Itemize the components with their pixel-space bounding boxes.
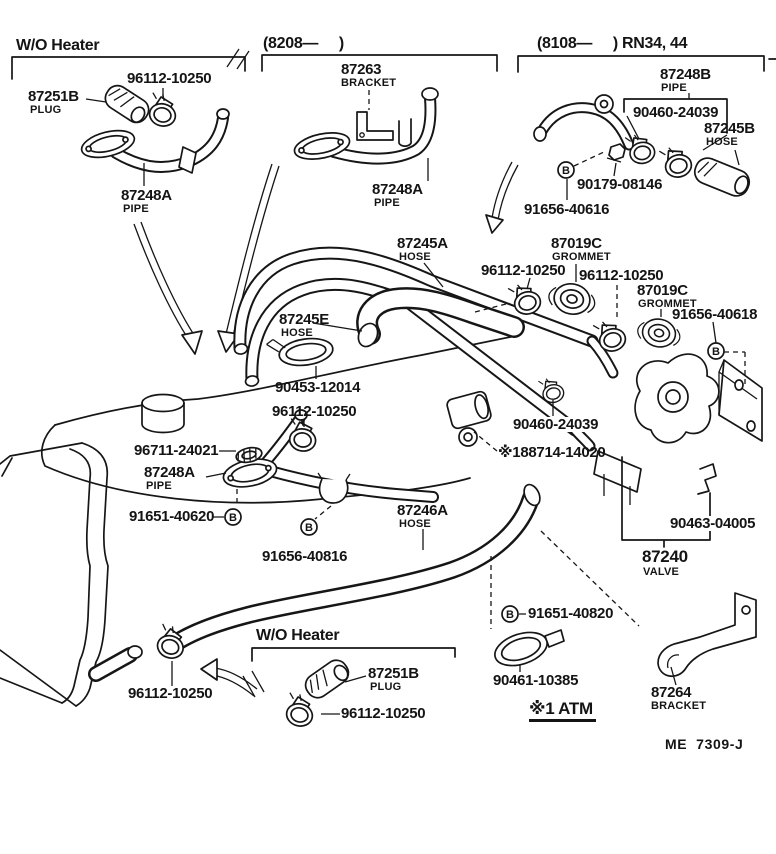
part-type-valve-87240: VALVE bbox=[643, 566, 680, 578]
part-type-hose-87245e: HOSE bbox=[281, 327, 313, 339]
section-title-wo-heater-top: W/O Heater bbox=[16, 37, 100, 54]
assembly-8208 bbox=[261, 54, 498, 181]
part-label-valve-87240: 87240 bbox=[642, 547, 688, 566]
leader-lines bbox=[171, 262, 746, 715]
assembly-8108 bbox=[517, 55, 776, 200]
b-marker: B bbox=[562, 165, 570, 177]
hose-87246a-drawing bbox=[161, 483, 541, 656]
part-label-bolt-40618: 91656-40618 bbox=[672, 306, 758, 323]
b-marker: B bbox=[712, 346, 720, 358]
part-label-grommet-left: 87019C bbox=[551, 235, 602, 252]
part-type-pipe-87248b: PIPE bbox=[661, 82, 687, 94]
part-type-grommet-left: GROMMET bbox=[552, 251, 611, 263]
section-title-8108: (8108— ) RN34, 44 bbox=[537, 35, 688, 52]
part-label-bracket-87263: 87263 bbox=[341, 61, 382, 78]
part-type-hose-87245b: HOSE bbox=[706, 136, 738, 148]
part-label-clamp-bottom: 96112-10250 bbox=[341, 705, 426, 722]
part-label-clamp-mid-3: 96112-10250 bbox=[272, 403, 357, 420]
part-type-hose-87245a: HOSE bbox=[399, 251, 431, 263]
part-label-hose-87245e: 87245E bbox=[279, 311, 329, 328]
part-type-pipe-main: PIPE bbox=[146, 480, 172, 492]
part-label-clip-90463: 90463-04005 bbox=[668, 515, 758, 532]
part-type-grommet-right: GROMMET bbox=[638, 298, 697, 310]
radiator-drawing bbox=[0, 442, 143, 707]
part-type-plug-top-left: PLUG bbox=[30, 104, 62, 116]
part-label-clamp-top-right: 90460-24039 bbox=[633, 104, 719, 121]
b-marker: B bbox=[305, 522, 313, 534]
part-label-clamp-10385: 90461-10385 bbox=[493, 672, 579, 689]
part-type-hose-87246a: HOSE bbox=[399, 518, 431, 530]
part-label-gasket-96711: 96711-24021 bbox=[134, 442, 219, 459]
b-marker: B bbox=[506, 609, 514, 621]
part-label-pipe-top-left: 87248A bbox=[121, 187, 172, 204]
part-label-pipe-87248b: 87248B bbox=[660, 66, 711, 83]
flow-arrows bbox=[133, 161, 519, 698]
b-marker: B bbox=[229, 512, 237, 524]
part-label-clamp-mid-2: 96112-10250 bbox=[579, 267, 664, 284]
part-label-bolt-40620: 91651-40620 bbox=[129, 508, 215, 525]
b-bolt-markers: B B B B B bbox=[224, 161, 725, 623]
part-label-clamp-radiator: 96112-10250 bbox=[128, 685, 213, 702]
heater-tubes-drawing bbox=[233, 246, 599, 437]
part-label-pipe-top-mid: 87248A bbox=[372, 181, 423, 198]
figure-code: ME 7309-J bbox=[665, 736, 744, 752]
part-label-grommet-right: 87019C bbox=[637, 282, 688, 299]
part-label-clip-40816: 91656-40816 bbox=[262, 548, 348, 565]
part-label-clamp-90453: 90453-12014 bbox=[275, 379, 361, 396]
part-type-bracket-87264: BRACKET bbox=[651, 700, 707, 712]
heater-valve-drawing bbox=[569, 335, 763, 505]
part-type-plug-bottom: PLUG bbox=[370, 681, 402, 693]
part-label-hose-87245b: 87245B bbox=[704, 120, 755, 137]
part-label-hose-87245a: 87245A bbox=[397, 235, 448, 252]
section-title-8208: (8208— ) bbox=[263, 35, 344, 52]
part-label-pipe-main: 87248A bbox=[144, 464, 195, 481]
part-label-bolt-90179: 90179-08146 bbox=[577, 176, 663, 193]
pipe-87248a-main-drawing bbox=[222, 409, 439, 504]
part-label-bolt-40820: 91651-40820 bbox=[528, 605, 614, 622]
part-label-clamp-mid-1: 96112-10250 bbox=[481, 262, 566, 279]
wo-heater-top-assembly bbox=[11, 48, 250, 186]
part-type-pipe-top-mid: PIPE bbox=[374, 197, 400, 209]
grommets-clamps-drawing bbox=[151, 278, 684, 730]
wo-heater-bottom-assembly bbox=[251, 647, 456, 703]
footnote-atm: ※1 ATM bbox=[529, 700, 596, 722]
part-label-nut-40616: 91656-40616 bbox=[524, 201, 610, 218]
part-type-bracket-87263: BRACKET bbox=[341, 77, 397, 89]
part-label-clamp-valve: 90460-24039 bbox=[511, 416, 601, 433]
part-label-plug-bottom: 87251B bbox=[368, 665, 419, 682]
part-label-clamp-top-left: 96112-10250 bbox=[127, 70, 212, 87]
part-type-pipe-top-left: PIPE bbox=[123, 203, 149, 215]
section-title-wo-heater-bottom: W/O Heater bbox=[256, 627, 340, 644]
part-label-hose-87246a: 87246A bbox=[397, 502, 448, 519]
bracket-87264-drawing bbox=[657, 592, 757, 677]
part-label-plug-top-left: 87251B bbox=[28, 88, 79, 105]
part-label-insulator-88714: ※188714-14020 bbox=[498, 444, 606, 461]
part-label-bracket-87264: 87264 bbox=[651, 684, 692, 701]
